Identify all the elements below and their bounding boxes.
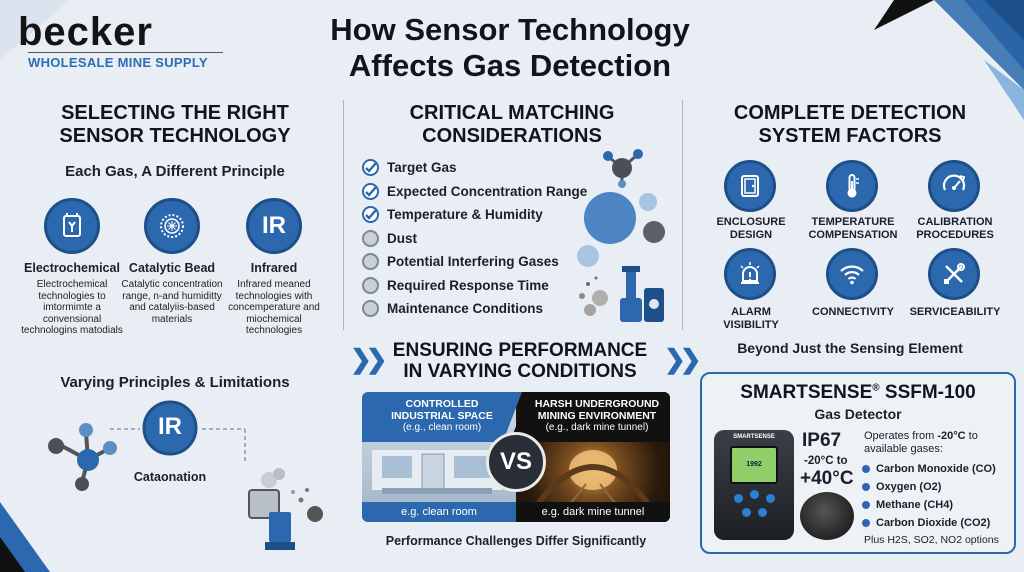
mine-tunnel-caption: e.g. dark mine tunnel [516,502,670,522]
bottom-left-decor [0,502,50,572]
gauge-icon [928,160,980,212]
gas-item: Carbon Dioxide (CO2) [862,514,996,532]
vs-badge: VS [486,432,546,492]
logo-tagline: WHOLESALE MINE SUPPLY [28,52,223,70]
unchecked-circle-icon [362,229,379,247]
unchecked-circle-icon [362,276,379,294]
molecule-cluster-icon [577,149,665,267]
infrared-icon: IR [246,198,302,254]
column-divider-1 [343,100,344,330]
controlled-space-heading: CONTROLLED INDUSTRIAL SPACE (e.g., clean… [362,392,522,442]
catalytic-bead-icon [144,198,200,254]
unchecked-circle-icon [362,300,379,318]
tech-desc-infrared: Infrared meaned technologies with concem… [228,279,320,336]
gas-detector-device: SMARTSENSE 1992 [714,430,794,540]
product-title: SMARTSENSE® SSFM-100 [740,382,976,403]
wifi-icon [826,248,878,300]
top-right-decor [874,0,1024,120]
gas-item: Methane (CH4) [862,496,996,514]
sensor-puck [800,492,854,540]
left-section-title: SELECTING THE RIGHT SENSOR TECHNOLOGY [59,102,291,147]
electrochemical-cell-icon [44,198,100,254]
factor-label-serviceability: SERVICEABILITY [909,306,1001,318]
molecule-icon [48,423,117,491]
device-screen: 1992 [730,446,778,484]
unchecked-circle-icon [362,253,379,271]
beyond-caption: Beyond Just the Sensing Element [737,340,963,356]
gas-item: Carbon Monoxide (CO) [862,460,996,478]
product-card: SMARTSENSE® SSFM-100 Gas Detector SMARTS… [700,372,1016,554]
performance-title: ENSURING PERFORMANCE IN VARYING CONDITIO… [392,340,648,382]
alarm-icon [724,248,776,300]
tech-desc-catalytic: Catalytic concentration range, n-and hum… [121,279,223,325]
left-subtitle-2: Varying Principles & Limitations [60,374,290,391]
temp-range-low: -20°C to [804,455,848,467]
checkmark-icon [362,159,379,177]
gas-list: Carbon Monoxide (CO) Oxygen (O2) Methane… [862,460,996,532]
chevrons-left: ❯❯ [350,344,387,374]
checkmark-icon [362,206,379,224]
ip-rating: IP67 [802,430,842,451]
harsh-environment-heading: HARSH UNDERGROUND MINING ENVIRONMENT (e.… [510,392,670,442]
consideration-item: Target Gas [362,156,587,180]
consideration-label: Expected Concentration Range [387,183,588,199]
consideration-item: Potential Interfering Gases [362,250,587,274]
tech-desc-electrochemical: Electrochemical technologies to imtormim… [21,279,123,336]
bottom-tech-label: Cataonation [133,470,207,484]
consideration-label: Target Gas [387,160,457,176]
wrench-icon [928,248,980,300]
right-section-title: COMPLETE DETECTION SYSTEM FACTORS [733,102,967,147]
clean-room-illustration [372,450,502,494]
consideration-label: Maintenance Conditions [387,301,544,317]
ir-big-label: IR [158,413,182,440]
consideration-item: Dust [362,227,587,251]
page-title: How Sensor Technology Affects Gas Detect… [330,12,690,83]
consideration-item: Expected Concentration Range [362,180,587,204]
column-divider-2 [682,100,683,330]
tech-name-catalytic: Catalytic Bead [128,261,216,275]
consideration-item: Temperature & Humidity [362,203,587,227]
tech-name-infrared: Infrared [250,261,298,275]
connector-lines [110,428,246,461]
tech-name-electrochemical: Electrochemical [24,261,120,275]
chemical-apparatus-icon [248,468,323,550]
consideration-label: Temperature & Humidity [387,207,543,223]
operating-note: Operates from -20°C to available gases: [864,430,978,455]
factor-label-connectivity: CONNECTIVITY [812,306,894,318]
gas-item: Oxygen (O2) [862,478,996,496]
top-left-decor [0,0,70,60]
dust-filter-icon [579,266,664,322]
device-brand: SMARTSENSE [733,434,775,440]
additional-gases: Plus H2S, SO2, NO2 options [864,534,999,546]
device-button [750,490,759,499]
middle-section-title: CRITICAL MATCHING CONSIDERATIONS [409,102,615,147]
enclosure-icon [724,160,776,212]
consideration-item: Required Response Time [362,274,587,298]
consideration-label: Potential Interfering Gases [387,254,559,270]
product-subtitle: Gas Detector [814,406,902,422]
environment-comparison: CONTROLLED INDUSTRIAL SPACE (e.g., clean… [362,392,670,522]
clean-room-caption: e.g. clean room [362,502,516,522]
device-button [734,494,743,503]
device-button [742,508,751,517]
device-button [758,508,767,517]
ir-big-icon [142,400,198,456]
thermometer-icon [826,160,878,212]
temp-range-high: +40°C [800,468,854,489]
consideration-label: Dust [387,230,417,246]
device-button [766,494,775,503]
consideration-label: Required Response Time [387,277,549,293]
checkmark-icon [362,182,379,200]
consideration-item: Maintenance Conditions [362,297,587,321]
chevrons-right: ❯❯ [664,344,701,374]
left-subtitle: Each Gas, A Different Principle [65,163,285,180]
performance-footer: Performance Challenges Differ Significan… [385,534,647,548]
logo: becker WHOLESALE MINE SUPPLY [18,12,223,70]
logo-brand: becker [18,10,153,54]
